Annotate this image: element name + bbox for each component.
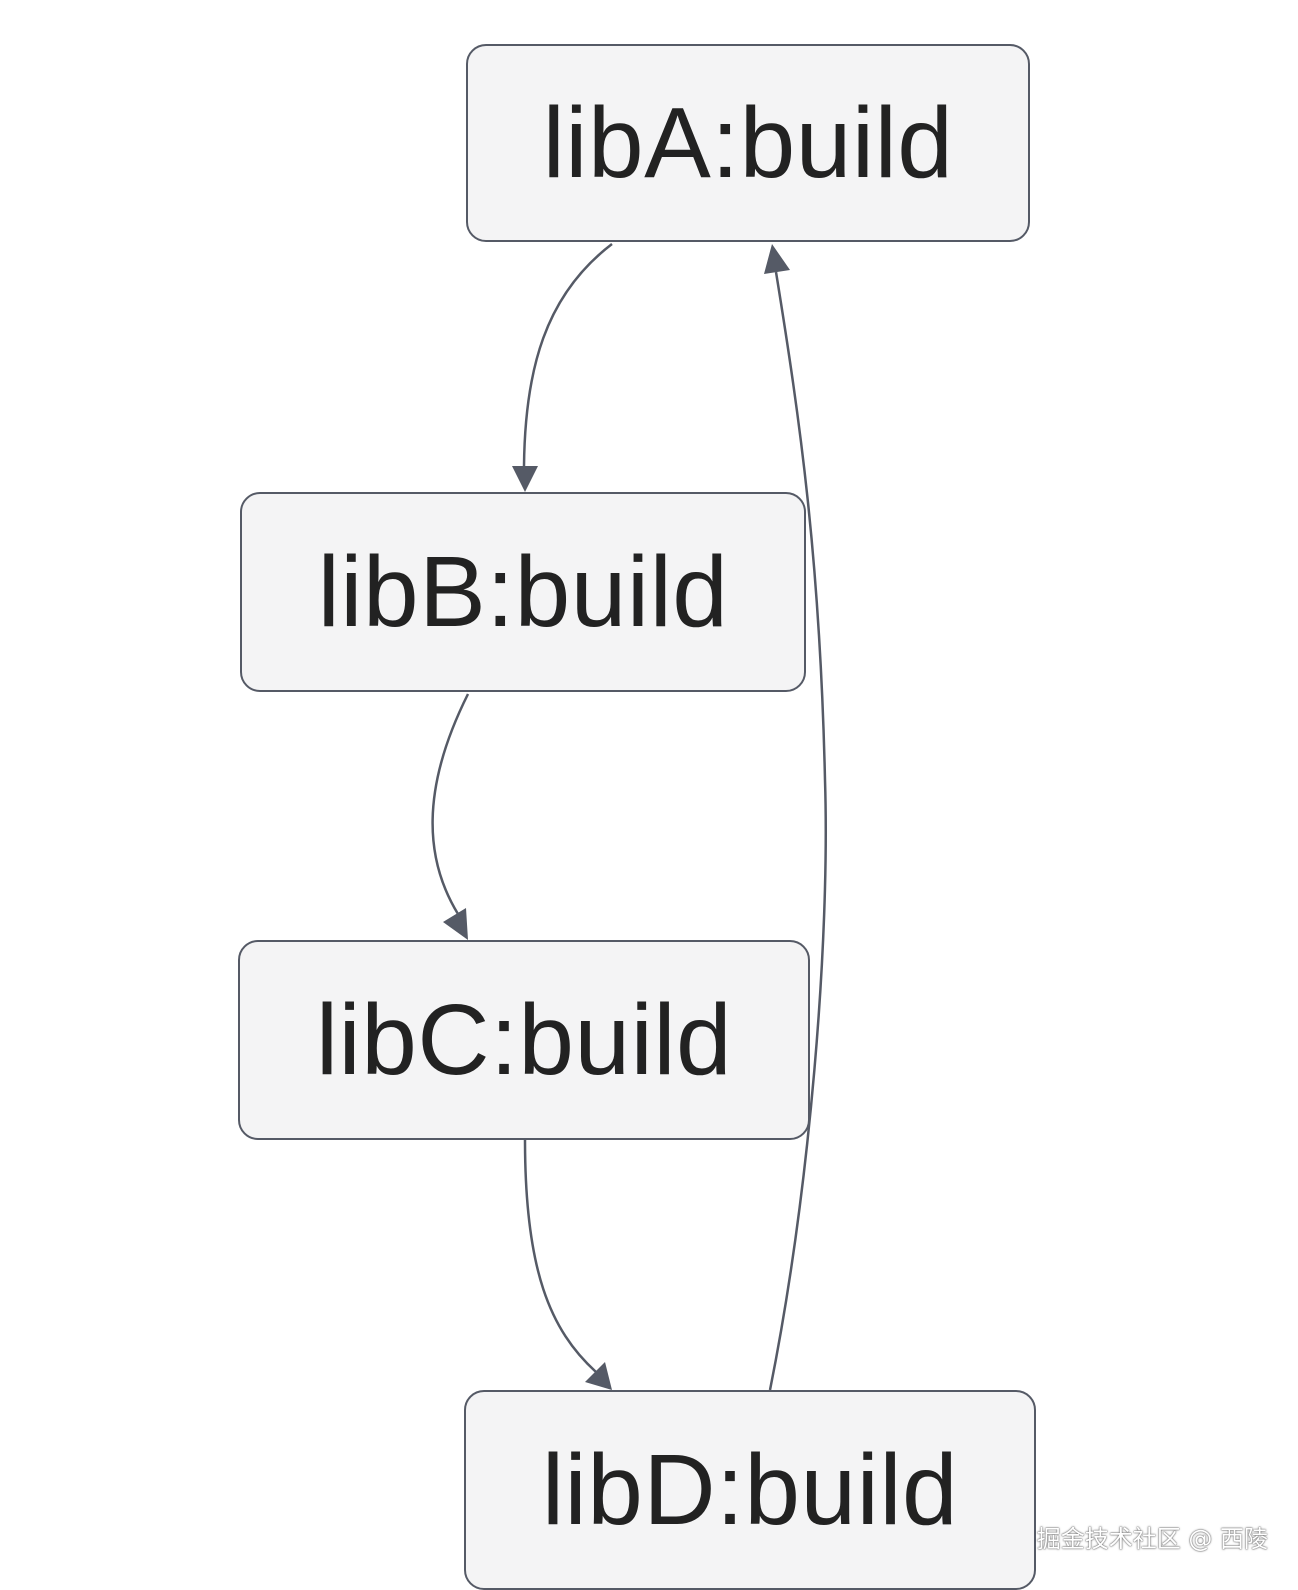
node-label: libD:build — [541, 1434, 959, 1546]
arrowhead-libC — [443, 908, 468, 940]
arrowhead-libB — [512, 466, 538, 492]
edge-libA-to-libB — [522, 243, 613, 467]
arrowhead-libA — [764, 244, 790, 274]
edge-libD-to-libA — [768, 271, 827, 1391]
node-label: libB:build — [317, 536, 729, 648]
node-label: libC:build — [315, 984, 733, 1096]
node-label: libA:build — [542, 87, 954, 199]
node-libA-build[interactable]: libA:build — [466, 44, 1030, 242]
node-libC-build[interactable]: libC:build — [238, 940, 810, 1140]
watermark: 掘金技术社区 @ 西陵 — [1036, 1525, 1268, 1553]
edge-libB-to-libC — [431, 693, 470, 915]
arrowhead-libD — [585, 1362, 612, 1390]
node-libB-build[interactable]: libB:build — [240, 492, 806, 692]
node-libD-build[interactable]: libD:build — [464, 1390, 1036, 1590]
edge-libC-to-libD — [523, 1139, 597, 1373]
